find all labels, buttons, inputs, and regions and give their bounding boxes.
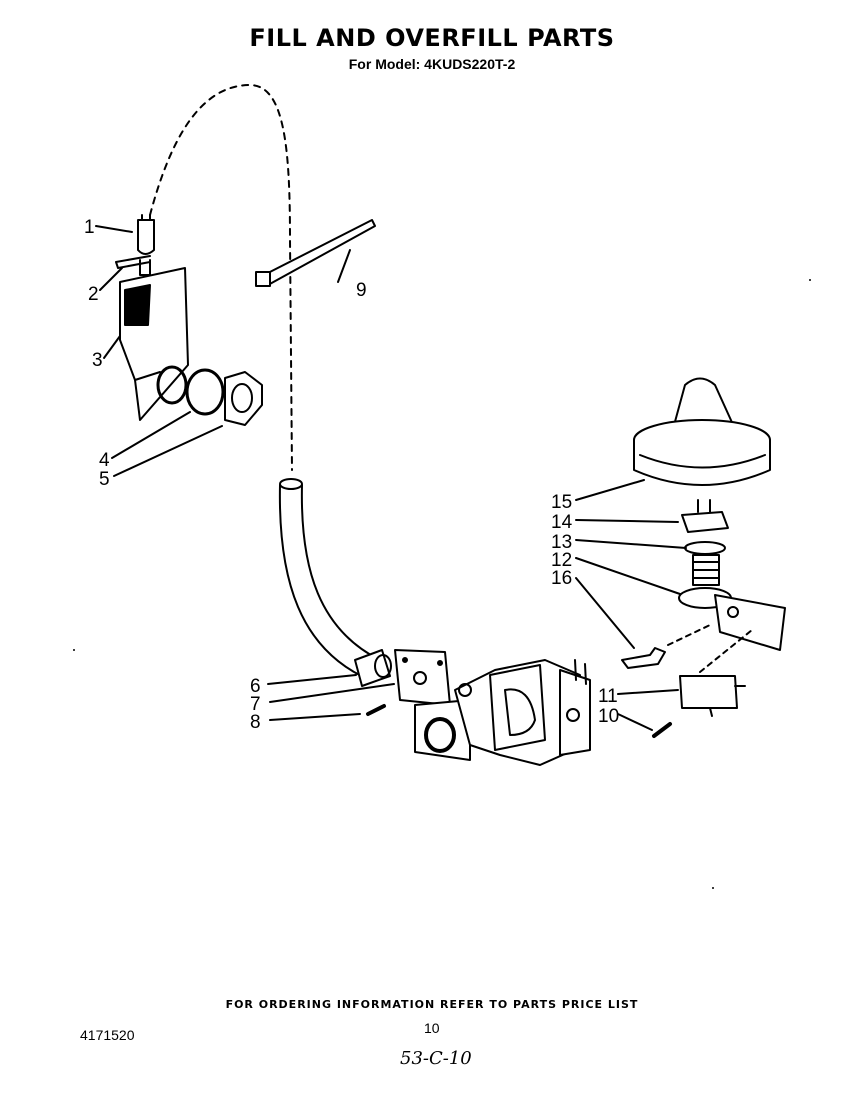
actuator-part-16	[621, 647, 666, 669]
fill-hose	[278, 484, 381, 681]
page-number: 10	[424, 1020, 440, 1036]
callout-7: 7	[250, 694, 261, 715]
callout-12: 12	[551, 550, 572, 571]
bracket-fitting	[156, 365, 188, 405]
page-title: FILL AND OVERFILL PARTS	[249, 24, 615, 52]
document-code: 4171520	[80, 1027, 135, 1043]
hose-clamp-part	[115, 255, 151, 269]
water-valve-assembly	[414, 659, 591, 766]
callout-16: 16	[551, 568, 572, 589]
callout-3: 3	[92, 350, 103, 371]
overfill-bracket	[714, 594, 786, 651]
screw-part-10	[652, 722, 672, 738]
callout-8: 8	[250, 712, 261, 733]
hose-clamp-lower	[354, 649, 392, 687]
float-nut-part	[681, 511, 729, 533]
handwritten-reference: 53-C-10	[400, 1048, 472, 1069]
micro-switch-part	[679, 675, 746, 717]
model-subtitle: For Model: 4KUDS220T-2	[348, 56, 516, 72]
cable-tie-part	[255, 219, 376, 287]
fill-bracket-part	[119, 267, 189, 421]
switch-dashed-link	[699, 629, 753, 673]
leader-lines	[95, 225, 687, 731]
screw-part-8	[366, 704, 386, 716]
callout-1: 1	[84, 217, 95, 238]
overfill-float-part	[633, 377, 771, 486]
callout-2: 2	[88, 284, 99, 305]
callout-15: 15	[551, 492, 572, 513]
gasket-part	[185, 368, 225, 416]
callout-9: 9	[356, 280, 367, 301]
ordering-note: FOR ORDERING INFORMATION REFER TO PARTS …	[225, 998, 639, 1011]
callout-4: 4	[99, 450, 110, 471]
actuator-dashed-link	[667, 624, 711, 646]
callout-11: 11	[598, 686, 618, 707]
nut-part	[224, 371, 263, 426]
callout-5: 5	[99, 469, 110, 490]
callout-6: 6	[250, 676, 261, 697]
dots	[73, 279, 811, 889]
float-washer-part	[684, 541, 726, 555]
hose-nozzle-part	[137, 214, 155, 276]
callout-14: 14	[551, 512, 573, 533]
mounting-plate-part	[394, 649, 451, 706]
callout-13: 13	[551, 532, 572, 553]
callout-10: 10	[598, 706, 619, 727]
